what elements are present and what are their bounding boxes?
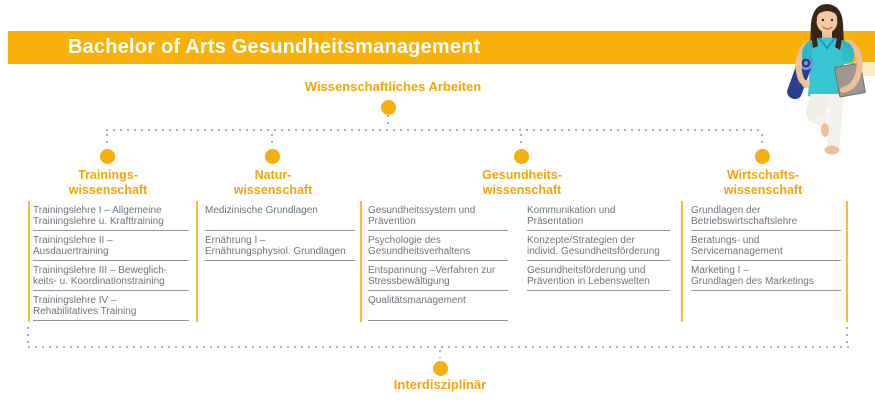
dotted-connector-bottom-left-stub — [27, 327, 29, 347]
course-item: Trainingslehre III – Beweglich- keits- u… — [33, 265, 189, 291]
page-title: Bachelor of Arts Gesundheitsmanagement — [68, 36, 481, 58]
course-item: Gesundheitsförderung und Prävention in L… — [527, 265, 670, 291]
course-item: Trainingslehre I – Allgemeine Trainingsl… — [33, 205, 189, 231]
section-divider-bar — [360, 201, 362, 322]
dotted-connector-top-stub — [387, 115, 389, 128]
dotted-connector-col4-stub — [761, 134, 763, 147]
course-item: Beratungs- und Servicemanagement — [691, 235, 841, 261]
column-title-gesundheitswissenschaft: Gesundheits- wissenschaft — [482, 168, 562, 197]
section-divider-bar — [846, 201, 848, 322]
column-title-wirtschaftswissenschaft: Wirtschafts- wissenschaft — [723, 168, 803, 197]
column-title-naturwissenschaft: Natur- wissenschaft — [233, 168, 313, 197]
top-node-dot — [381, 100, 396, 115]
course-item: Kommunikation und Präsentation — [527, 205, 670, 231]
course-item: Marketing I – Grundlagen des Marketings — [691, 265, 841, 291]
course-list-trainingswissenschaft: Trainingslehre I – Allgemeine Trainingsl… — [33, 205, 189, 326]
course-item: Entspannung –Verfahren zur Stressbewälti… — [368, 265, 508, 291]
dotted-connector-bottom-node-stub — [439, 350, 441, 358]
course-item: Trainingslehre IV – Rehabilitatives Trai… — [33, 295, 189, 321]
title-banner: Bachelor of Arts Gesundheitsmanagement — [8, 31, 875, 64]
top-node-label: Wissenschaftliches Arbeiten — [304, 79, 482, 94]
column-title-trainingswissenschaft: Trainings- wissenschaft — [68, 168, 148, 197]
dotted-connector-col2-stub — [271, 134, 273, 147]
course-item: Qualitätsmanagement — [368, 295, 508, 321]
course-item: Psychologie des Gesundheitsverhaltens — [368, 235, 508, 261]
bottom-node-dot — [433, 361, 448, 376]
course-item: Konzepte/Strategien der individ. Gesundh… — [527, 235, 670, 261]
dotted-connector-col3-stub — [520, 134, 522, 147]
course-item: Gesundheitssystem und Prävention — [368, 205, 508, 231]
woman-with-yoga-mat-illustration — [787, 4, 875, 155]
dotted-connector-bottom-line — [28, 346, 849, 348]
section-divider-bar — [196, 201, 198, 322]
column3-dot — [514, 149, 529, 164]
column2-dot — [265, 149, 280, 164]
dotted-connector-top-line — [106, 129, 764, 131]
course-item: Ernährung I – Ernährungsphysiol. Grundla… — [205, 235, 355, 261]
course-item: Grundlagen der Betriebswirtschaftslehre — [691, 205, 841, 231]
course-item: Medizinische Grundlagen — [205, 205, 355, 231]
dotted-connector-bottom-right-stub — [846, 327, 848, 347]
section-divider-bar — [28, 201, 30, 322]
bottom-node-label: Interdisziplinär — [393, 377, 487, 392]
column4-dot — [755, 149, 770, 164]
column1-dot — [100, 149, 115, 164]
section-divider-bar — [681, 201, 683, 322]
course-item: Trainingslehre II – Ausdauertraining — [33, 235, 189, 261]
dotted-connector-col1-stub — [106, 134, 108, 147]
